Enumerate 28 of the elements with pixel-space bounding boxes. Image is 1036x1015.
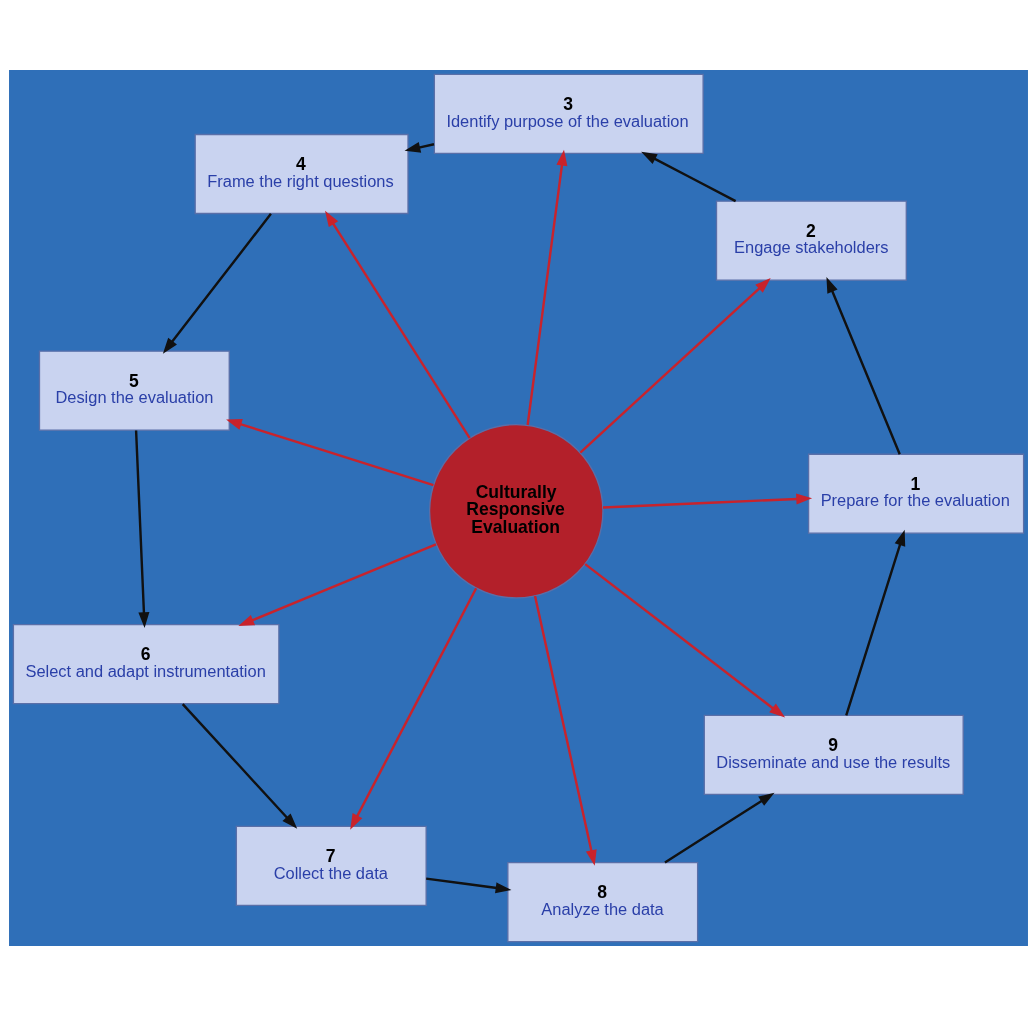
arrow (583, 562, 785, 718)
node-box: 1 Prepare for the evaluation (807, 453, 1024, 534)
node-box: 3 Identify purpose of the evaluation (433, 73, 704, 154)
arrow (349, 587, 477, 830)
node-box: 4 Frame the right questions (194, 133, 409, 214)
arrow (533, 595, 597, 866)
arrow (663, 792, 774, 863)
arrow (825, 276, 901, 455)
arrow (181, 702, 297, 829)
arrow (237, 542, 436, 626)
arrow (324, 210, 471, 439)
node-box: 5 Design the evaluation (38, 350, 230, 431)
node-box: 7 Collect the data (235, 825, 427, 906)
node-box: 6 Select and adapt instrumentation (12, 623, 280, 704)
arrow (425, 876, 511, 893)
arrow (579, 277, 771, 453)
node-box: 9 Disseminate and use the results (703, 714, 964, 795)
arrow (162, 212, 272, 354)
node-box: 8 Analyze the data (506, 861, 698, 942)
node-circle: Culturally Responsive Evaluation (428, 423, 604, 599)
arrow (640, 151, 736, 202)
node-box: 2 Engage stakeholders (715, 200, 907, 281)
arrow (525, 149, 567, 425)
arrow (602, 492, 812, 509)
arrow (844, 529, 905, 716)
arrow (225, 418, 434, 486)
arrow (404, 141, 434, 153)
arrow (134, 429, 149, 628)
